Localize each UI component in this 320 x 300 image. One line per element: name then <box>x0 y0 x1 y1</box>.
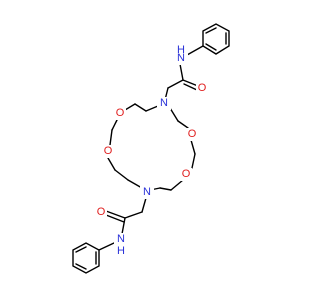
atom-h-amide-bottom: H <box>117 245 125 257</box>
atom-n-amide-bottom: N <box>117 233 125 245</box>
atom-o-ring-lower-right: O <box>182 168 191 180</box>
atom-o-carbonyl-top: O <box>198 82 207 94</box>
atom-o-ring-lower-left: O <box>104 145 113 157</box>
bond-phenyl-nh-top <box>186 45 204 56</box>
structure-diagram: N H O N O O O O N O N H <box>72 23 230 274</box>
atom-h-amide-top: H <box>177 44 185 56</box>
atom-labels: N H O N O O O O N O N H <box>95 44 208 257</box>
atom-o-ring-upper-left: O <box>116 107 125 119</box>
atom-n-ring-bottom: N <box>143 186 151 198</box>
atom-o-ring-upper-right: O <box>188 128 197 140</box>
molecule-svg: N H O N O O O O N O N H <box>72 23 230 274</box>
atom-n-ring-top: N <box>160 97 168 109</box>
atom-o-carbonyl-bottom: O <box>97 206 106 218</box>
phenyl-ring-bottom <box>72 242 100 274</box>
bonds <box>72 23 230 274</box>
atom-n-amide-top: N <box>177 52 185 64</box>
